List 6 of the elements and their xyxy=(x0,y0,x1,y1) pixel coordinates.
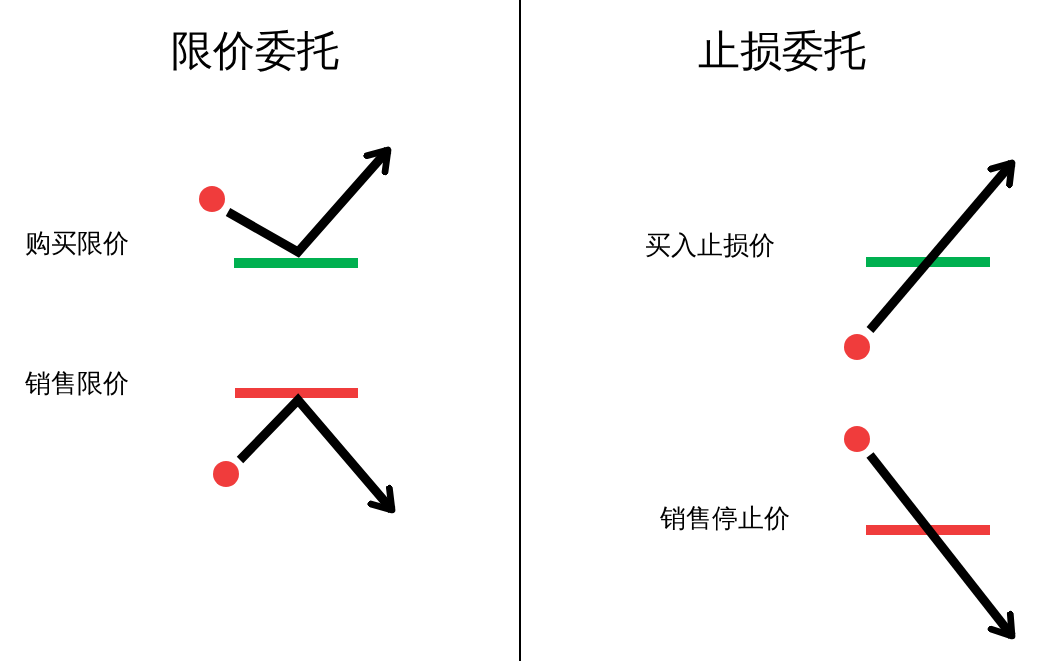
order-label: 购买限价 xyxy=(25,230,129,256)
column-heading: 止损委托 xyxy=(698,30,866,72)
order-label: 销售停止价 xyxy=(660,505,790,531)
column-heading: 限价委托 xyxy=(171,30,339,72)
order-label: 销售限价 xyxy=(25,370,129,396)
order-label: 买入止损价 xyxy=(645,232,775,258)
